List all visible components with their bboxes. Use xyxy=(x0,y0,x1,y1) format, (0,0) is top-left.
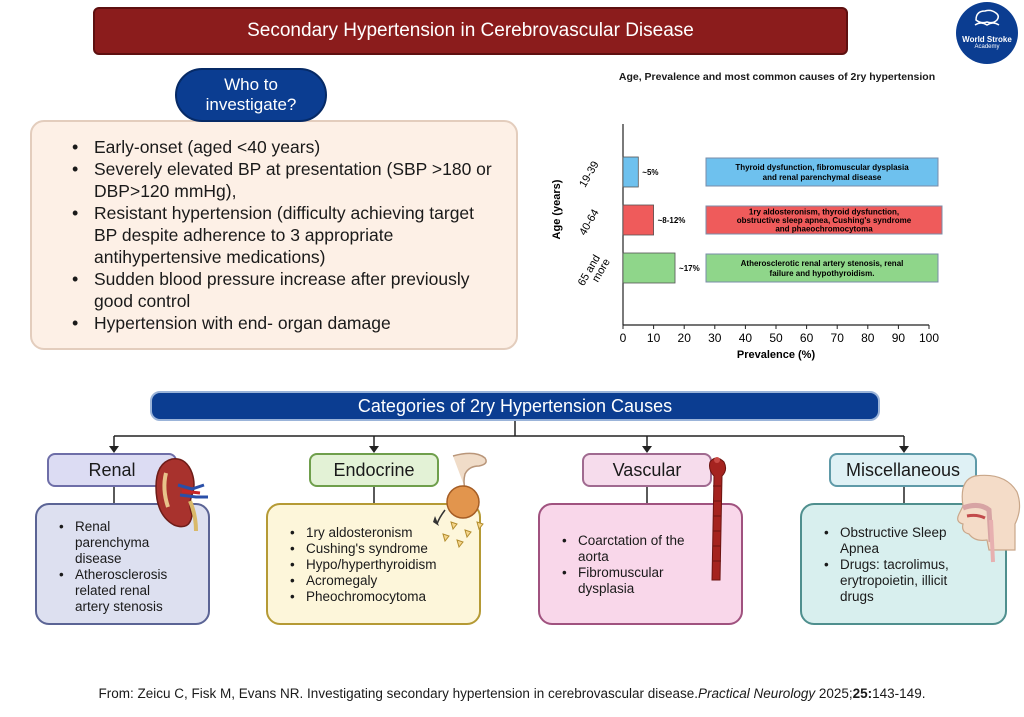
criteria-item: Severely elevated BP at presentation (SB… xyxy=(60,158,498,202)
annotation-text: Thyroid dysfunction, fibromuscular dyspl… xyxy=(735,163,909,172)
annotation-text: failure and hypothyroidism. xyxy=(770,269,875,278)
x-tick-label: 80 xyxy=(861,331,875,345)
x-axis-label: Prevalence (%) xyxy=(737,349,816,361)
bar-65-and-more xyxy=(622,252,676,284)
y-axis-label: Age (years) xyxy=(551,179,563,239)
bar-value-label: ~8-12% xyxy=(658,216,686,225)
who-to-investigate-heading: Who to investigate? xyxy=(175,68,327,122)
list-item: Acromegaly xyxy=(284,573,469,589)
x-tick-label: 90 xyxy=(892,331,906,345)
list-item: Cushing's syndrome xyxy=(284,541,469,557)
citation-authors: From: Zeicu C, Fisk M, Evans NR. Investi… xyxy=(98,686,699,701)
annotation-text: Atherosclerotic renal artery stenosis, r… xyxy=(741,259,904,268)
citation-year: 2025; xyxy=(815,686,853,701)
logo-line-2: Academy xyxy=(974,44,1000,50)
list-item: Coarctation of the aorta xyxy=(556,533,706,565)
x-tick-label: 60 xyxy=(800,331,814,345)
annotation-box xyxy=(705,205,943,235)
x-tick-label: 50 xyxy=(769,331,783,345)
annotation-text: and renal parenchymal disease xyxy=(763,173,882,182)
list-item: Obstructive Sleep Apnea xyxy=(818,525,958,557)
kidney-icon xyxy=(155,458,208,532)
annotation-box xyxy=(705,253,939,283)
citation-volume: 25: xyxy=(852,686,873,701)
who-criteria-list: Early-onset (aged <40 years) Severely el… xyxy=(60,136,498,334)
brain-book-icon xyxy=(974,9,1000,26)
citation-journal: Practical Neurology xyxy=(698,686,816,701)
x-tick-label: 30 xyxy=(708,331,722,345)
category-label-miscellaneous: Miscellaneous xyxy=(829,453,977,487)
criteria-item: Resistant hypertension (difficulty achie… xyxy=(60,202,498,268)
who-to-investigate-box: Early-onset (aged <40 years) Severely el… xyxy=(30,120,518,350)
list-item: Fibromuscular dysplasia xyxy=(556,565,706,597)
chart-title: Age, Prevalence and most common causes o… xyxy=(618,71,936,83)
list-item: Drugs: tacrolimus, erytropoietin, illici… xyxy=(818,557,958,605)
category-box-vascular: Coarctation of the aorta Fibromuscular d… xyxy=(538,503,743,625)
list-item: Renal parenchyma disease xyxy=(53,519,163,567)
categories-heading: Categories of 2ry Hypertension Causes xyxy=(150,391,880,421)
list-item: 1ry aldosteronism xyxy=(284,525,469,541)
x-tick-label: 70 xyxy=(831,331,845,345)
pituitary-gland-icon xyxy=(433,452,487,548)
criteria-item: Hypertension with end- organ damage xyxy=(60,312,498,334)
page-title: Secondary Hypertension in Cerebrovascula… xyxy=(93,7,848,55)
criteria-item: Sudden blood pressure increase after pre… xyxy=(60,268,498,312)
bar-40-64 xyxy=(622,204,655,236)
criteria-item: Early-onset (aged <40 years) xyxy=(60,136,498,158)
world-stroke-academy-logo: World Stroke Academy xyxy=(956,2,1018,64)
bar-value-label: ~17% xyxy=(679,264,700,273)
list-item: Atherosclerosis related renal artery ste… xyxy=(53,567,167,615)
category-box-endocrine: 1ry aldosteronism Cushing's syndrome Hyp… xyxy=(266,503,481,625)
x-tick-label: 0 xyxy=(620,331,627,345)
x-tick-label: 20 xyxy=(678,331,692,345)
head-airway-icon xyxy=(957,474,1021,563)
citation-pages: 143-149. xyxy=(872,686,926,701)
annotation-text: obstructive sleep apnea, Cushing's syndr… xyxy=(737,216,912,225)
annotation-text: 1ry aldosteronism, thyroid dysfunction, xyxy=(749,208,899,217)
x-tick-label: 100 xyxy=(919,331,939,345)
x-tick-label: 40 xyxy=(739,331,753,345)
list-item: Pheochromocytoma xyxy=(284,589,469,605)
bar-value-label: ~5% xyxy=(642,168,658,177)
logo-line-1: World Stroke xyxy=(962,35,1012,44)
annotation-box xyxy=(705,157,939,187)
category-label-renal: Renal xyxy=(47,453,177,487)
x-tick-label: 10 xyxy=(647,331,661,345)
list-item: Hypo/hyperthyroidism xyxy=(284,557,469,573)
annotation-text: and phaeochromocytoma xyxy=(775,225,873,234)
aorta-icon xyxy=(709,457,727,581)
citation: From: Zeicu C, Fisk M, Evans NR. Investi… xyxy=(0,686,1024,701)
category-label-endocrine: Endocrine xyxy=(309,453,439,487)
category-label-vascular: Vascular xyxy=(582,453,712,487)
bar-19-39 xyxy=(622,156,639,188)
